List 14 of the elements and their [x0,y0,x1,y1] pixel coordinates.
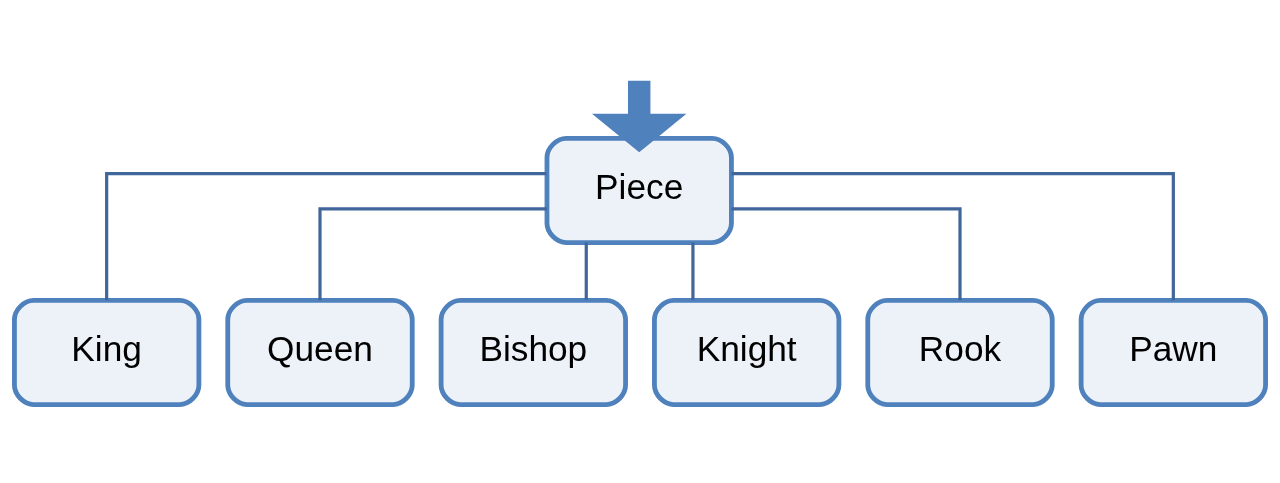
node-box: King [12,297,202,407]
node-box: Pawn [1078,297,1268,407]
node-box: Piece [544,135,734,245]
node-box: Queen [225,297,415,407]
node-box: Knight [652,297,842,407]
connector [731,171,1175,300]
connector [105,171,547,300]
connector [731,206,962,300]
arrow [591,80,687,152]
connector [318,206,547,300]
node-box: Bishop [438,297,628,407]
connector [584,242,588,300]
connector [691,242,695,300]
node-box: Rook [865,297,1055,407]
